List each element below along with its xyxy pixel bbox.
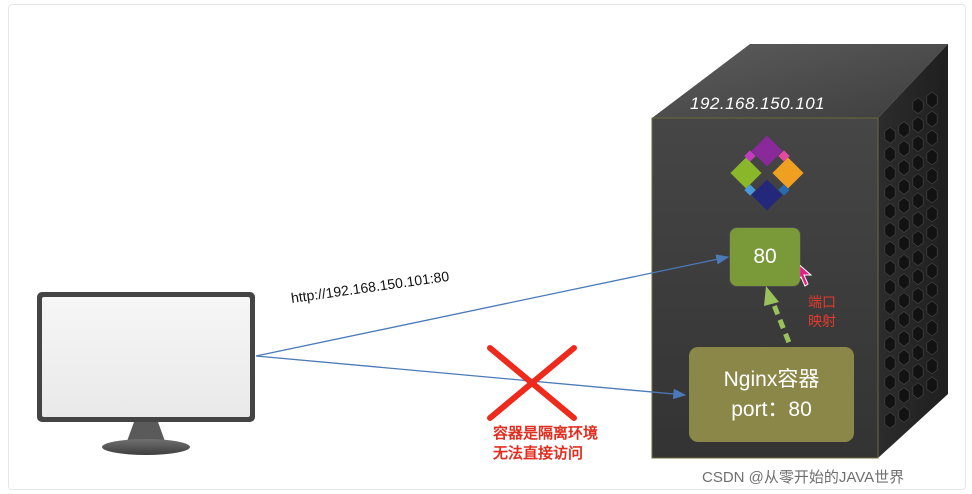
vent-hole [912, 306, 924, 324]
vent-hole [926, 243, 938, 261]
vent-hole [884, 411, 896, 429]
vent-hole [898, 329, 910, 348]
watermark-text: CSDN @从零开始的JAVA世界 [702, 469, 905, 486]
host-port-box: 80 [730, 228, 800, 286]
vent-hole [912, 173, 924, 191]
vent-hole [926, 167, 938, 185]
vent-hole [926, 129, 938, 147]
vent-hole [898, 196, 910, 215]
vent-hole [898, 291, 910, 310]
container-port: port：80 [731, 397, 812, 421]
vent-hole [884, 278, 896, 296]
server-side-face [878, 44, 948, 458]
vent-hole [898, 405, 910, 424]
vent-hole [926, 338, 938, 356]
vent-hole [884, 392, 896, 410]
host-port-label: 80 [753, 245, 777, 268]
vent-hole [926, 205, 938, 223]
vent-hole [884, 145, 896, 163]
vent-hole [912, 230, 924, 248]
vent-hole [884, 259, 896, 277]
vent-hole [912, 116, 924, 134]
vent-hole [884, 316, 896, 334]
vent-hole [926, 224, 938, 242]
vent-hole [912, 325, 924, 343]
client-monitor-icon [37, 292, 255, 455]
vent-hole [926, 376, 938, 394]
vent-hole [884, 335, 896, 353]
vent-hole [912, 363, 924, 381]
vent-hole [898, 348, 910, 367]
isolation-note-line1: 容器是隔离环境 [493, 425, 599, 442]
vent-hole [898, 158, 910, 177]
vent-hole [926, 148, 938, 166]
vent-hole [926, 357, 938, 375]
isolation-note: 容器是隔离环境 无法直接访问 [493, 424, 598, 464]
vent-hole [912, 287, 924, 305]
vent-hole [912, 268, 924, 286]
vent-hole [912, 211, 924, 229]
vent-hole [926, 262, 938, 280]
vent-hole [926, 110, 938, 128]
server-top-face [652, 44, 948, 118]
vent-hole [898, 253, 910, 272]
vent-hole [926, 186, 938, 204]
vent-hole [884, 240, 896, 258]
vent-hole [912, 97, 924, 115]
vent-hole [912, 135, 924, 153]
vent-hole [898, 120, 910, 139]
vent-hole [898, 310, 910, 329]
vent-hole [884, 183, 896, 201]
vent-hole [926, 91, 938, 109]
server-ip-label: 192.168.150.101 [690, 94, 826, 113]
vent-hole [926, 300, 938, 318]
vent-hole [898, 234, 910, 253]
vent-hole [912, 192, 924, 210]
vent-hole [884, 221, 896, 239]
isolation-note-line2: 无法直接访问 [493, 445, 584, 462]
vent-hole [912, 154, 924, 172]
request-arrow-to-container [255, 355, 687, 400]
vent-hole [898, 215, 910, 234]
vent-hole [898, 386, 910, 405]
vent-hole [912, 249, 924, 267]
vent-hole [884, 126, 896, 144]
vent-hole [884, 164, 896, 182]
port-mapping-label: 端口映射 [808, 294, 836, 329]
vent-hole [884, 202, 896, 220]
request-arrow-to-host-port [255, 254, 730, 357]
vent-hole [926, 319, 938, 337]
vent-hole [898, 139, 910, 158]
vent-hole [898, 177, 910, 196]
server-vents [884, 91, 938, 429]
vent-hole [884, 354, 896, 372]
vent-hole [884, 373, 896, 391]
vent-hole [884, 297, 896, 315]
vent-hole [898, 367, 910, 386]
container-name: Nginx容器 [723, 367, 820, 391]
vent-hole [912, 382, 924, 400]
blocked-cross-icon [487, 345, 577, 421]
vent-hole [898, 272, 910, 291]
vent-hole [926, 281, 938, 299]
port-mapping-arrow [764, 286, 803, 371]
nginx-container-box: Nginx容器 port：80 [689, 347, 854, 442]
vent-hole [912, 344, 924, 362]
